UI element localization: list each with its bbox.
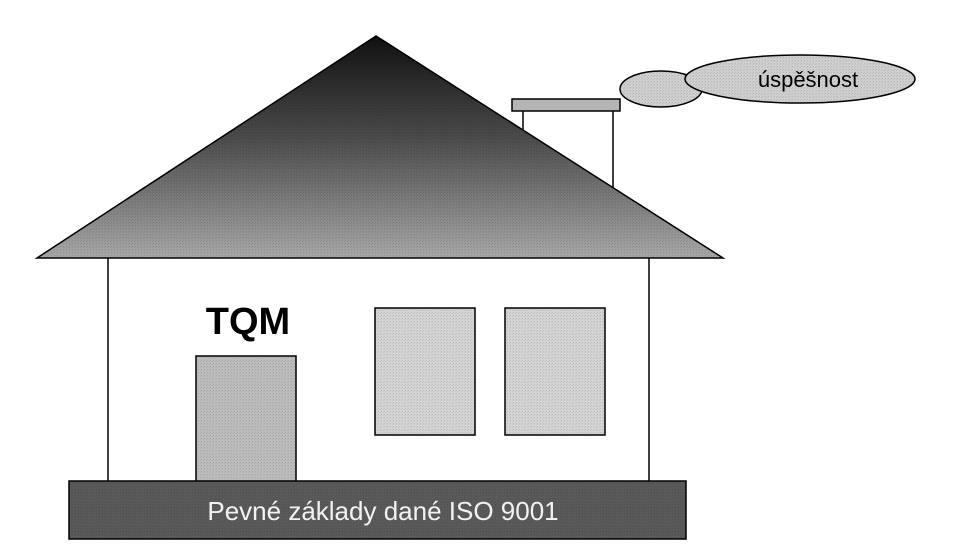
chimney-cap bbox=[511, 98, 621, 112]
cloud-label: úspěšnost bbox=[758, 67, 858, 92]
window-left-texture bbox=[375, 308, 475, 435]
smoke-cloud: úspěšnost bbox=[619, 54, 916, 108]
smoke-puff-large-texture bbox=[685, 55, 915, 103]
foundation-label: Pevné základy dané ISO 9001 bbox=[207, 496, 558, 526]
roof-texture bbox=[37, 36, 723, 258]
foundation-texture bbox=[69, 481, 686, 539]
window-right-texture bbox=[505, 308, 605, 435]
smoke-puff-small-texture bbox=[620, 71, 702, 107]
house-label: TQM bbox=[206, 301, 290, 343]
door-texture bbox=[196, 356, 296, 486]
